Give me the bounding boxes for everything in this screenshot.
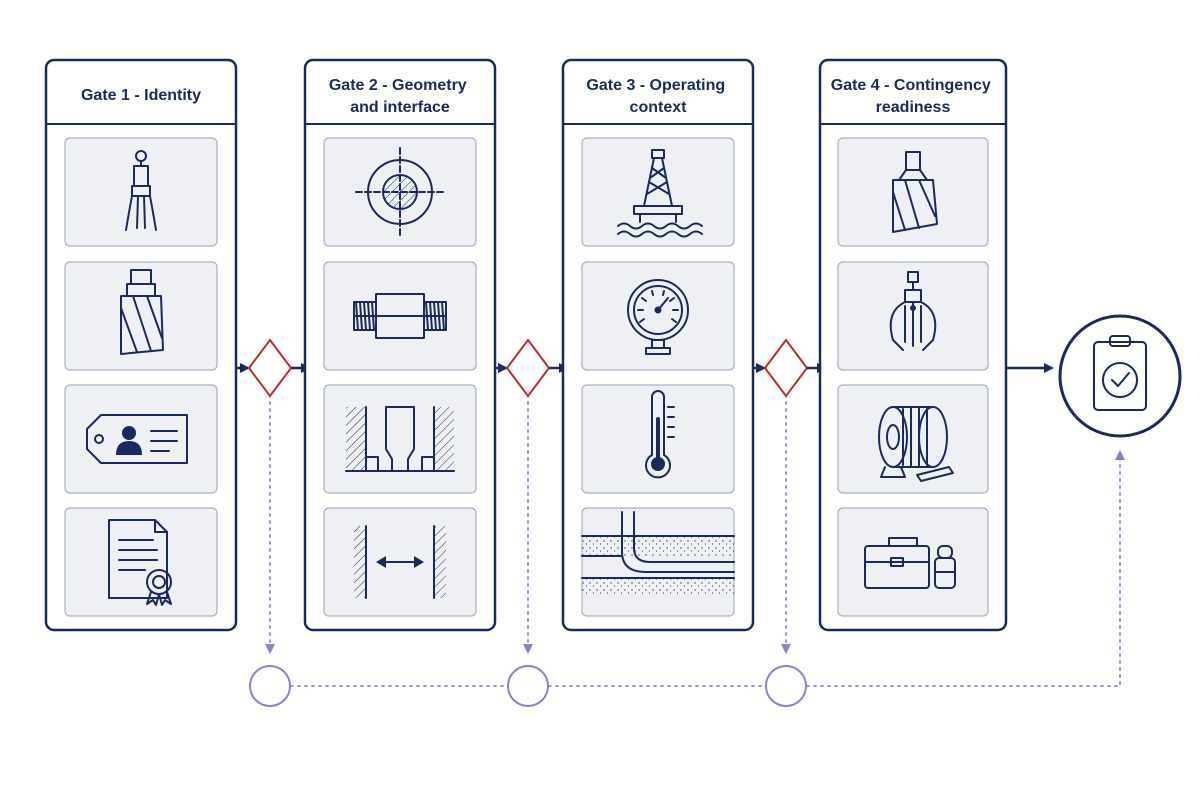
id-tag-icon: [86, 414, 188, 464]
decision-diamond-3[interactable]: [763, 338, 809, 398]
backup-mill-icon: [892, 151, 938, 233]
gate-1-card-1[interactable]: [64, 137, 218, 247]
gate-2-panel: Gate 2 - Geometry and interface: [303, 58, 497, 632]
gate-2-title-line-2: and interface: [350, 99, 450, 116]
thermometer-icon: [645, 390, 675, 479]
cross-section-icon: [355, 147, 445, 237]
feedback-node-1[interactable]: [249, 665, 291, 707]
gate-3-card-1[interactable]: [581, 137, 735, 247]
gate-1-title-line-1: Gate 1 - Identity: [81, 87, 201, 104]
decision-diamond-1[interactable]: [247, 338, 293, 398]
gate-3-card-2[interactable]: [581, 261, 735, 371]
offshore-rig-icon: [617, 149, 703, 238]
gate-4-card-3[interactable]: [837, 384, 989, 494]
gate-4-title-line-2: readiness: [876, 99, 951, 116]
gate-2-title-line-1: Gate 2 - Geometry: [329, 77, 467, 94]
gate-1-title: Gate 1 - Identity: [81, 87, 201, 104]
gate-1-card-2[interactable]: [64, 261, 218, 371]
feedback-return-to-checklist: [806, 450, 1125, 687]
gate-3-title-line-2: context: [630, 99, 688, 116]
gate-4-title: Gate 4 - Contingency readiness: [831, 77, 995, 116]
toolbox-icon: [864, 537, 956, 589]
feedback-node-2[interactable]: [507, 665, 549, 707]
gate-3-panel: Gate 3 - Operating context: [561, 58, 755, 632]
gate-1-panel: Gate 1 - Identity: [44, 58, 238, 632]
certificate-icon: [108, 519, 172, 606]
feedback-loop: [249, 394, 1125, 707]
bore-profile-icon: [345, 406, 455, 472]
pressure-gauge-icon: [627, 279, 689, 355]
fishing-spear-icon: [125, 150, 157, 231]
gate-2-title: Gate 2 - Geometry and interface: [329, 77, 471, 116]
gate-3-title-line-1: Gate 3 - Operating: [586, 77, 725, 94]
feedback-node-3[interactable]: [765, 665, 807, 707]
gate-4-title-line-1: Gate 4 - Contingency: [831, 77, 991, 94]
checklist-approved-icon: [1093, 335, 1147, 411]
gate-4-card-1[interactable]: [837, 137, 989, 247]
clearance-gap-icon: [354, 525, 446, 599]
cable-reel-icon: [878, 406, 954, 482]
threaded-connection-icon: [353, 293, 447, 339]
gate-1-card-4[interactable]: [64, 507, 218, 617]
deviated-wellbore-icon: [581, 511, 735, 596]
junk-mill-icon: [120, 269, 164, 355]
decision-diamond-2[interactable]: [505, 338, 551, 398]
final-checklist-node[interactable]: [1058, 314, 1182, 438]
gate-4-panel: Gate 4 - Contingency readiness: [818, 58, 1008, 632]
gate-3-title: Gate 3 - Operating context: [586, 77, 729, 116]
grapple-icon: [889, 271, 937, 351]
gate-1-card-3[interactable]: [64, 384, 218, 494]
